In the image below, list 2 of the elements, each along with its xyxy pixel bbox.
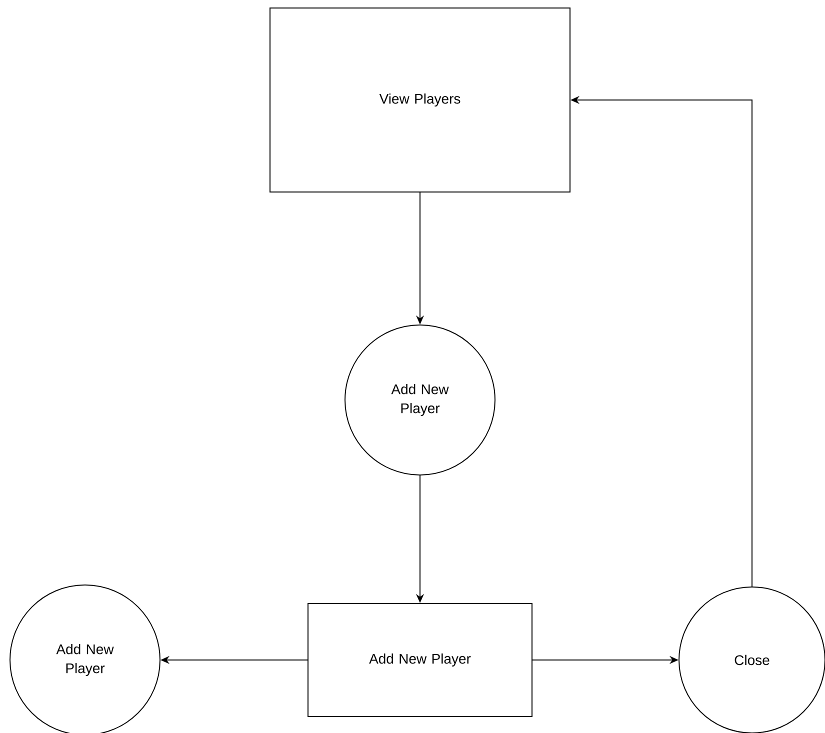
process-box: View Players (270, 8, 570, 192)
process-box: Add New Player (308, 602, 532, 717)
